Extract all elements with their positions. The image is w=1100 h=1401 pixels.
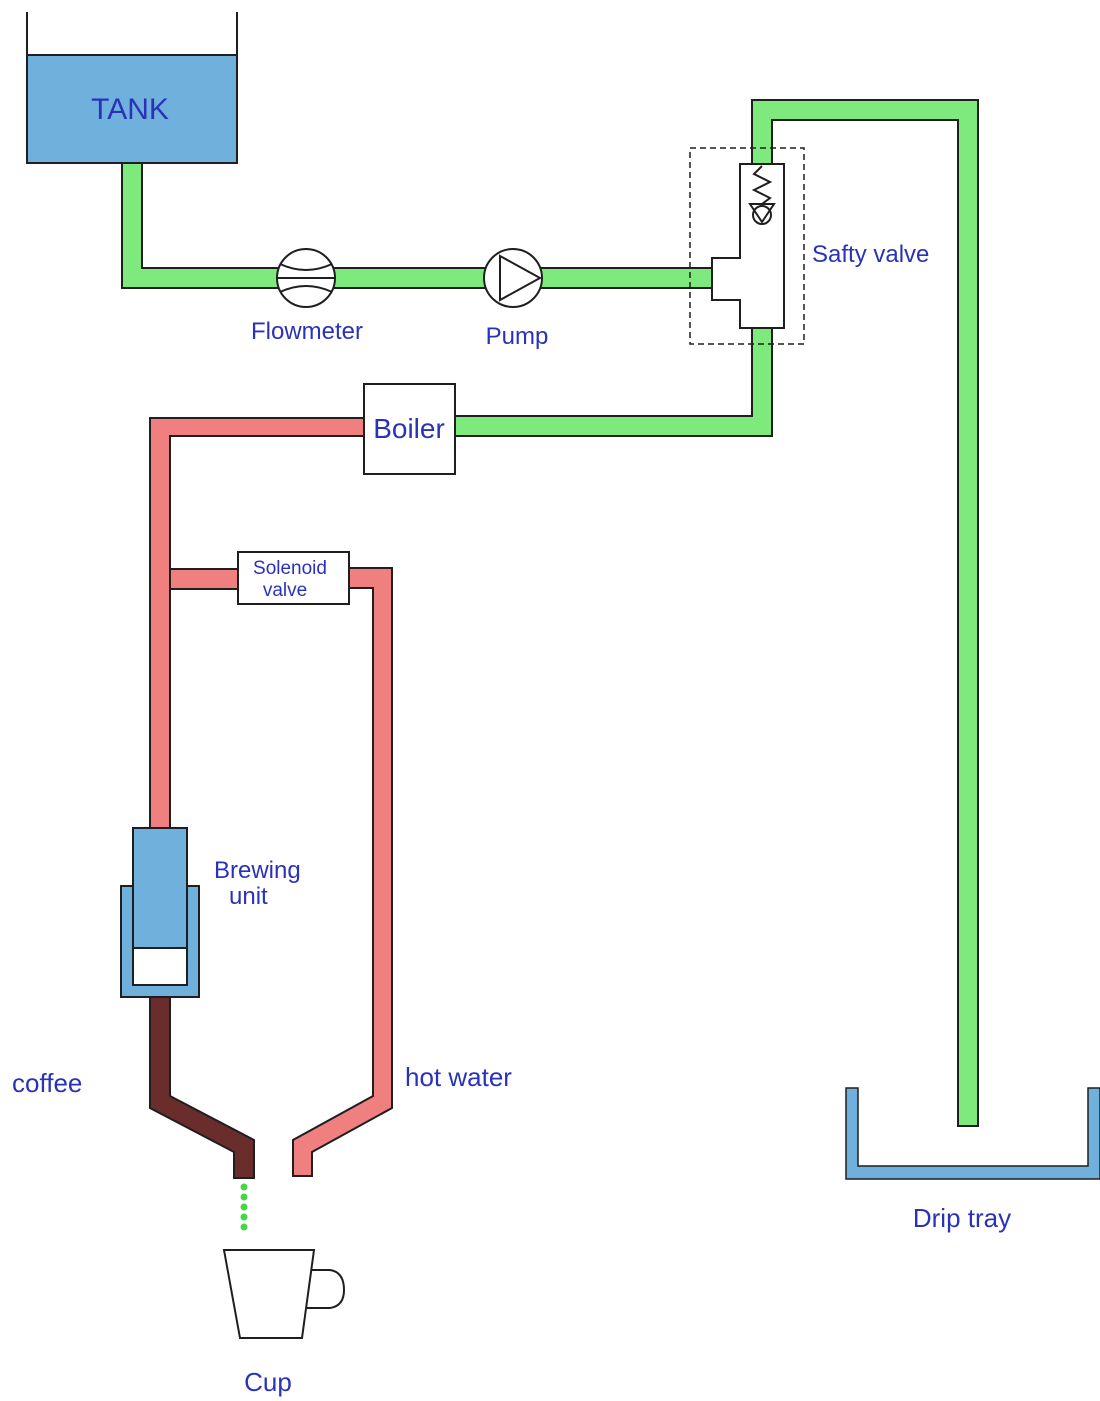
boiler: Boiler <box>363 383 456 475</box>
brewing-unit: Brewing unit <box>120 827 301 998</box>
solenoid-valve-label-line1: Solenoid <box>253 558 327 579</box>
drip-tray-body <box>845 1087 1100 1180</box>
drop <box>240 1223 248 1231</box>
tank-water <box>26 54 238 164</box>
drop <box>240 1183 248 1191</box>
tank: TANK <box>26 12 238 164</box>
pump: Pump <box>483 248 549 350</box>
pipe-boiler-to-brewing <box>149 417 365 829</box>
pipe-tank-to-valve <box>121 162 713 289</box>
solenoid-valve-body <box>237 551 350 605</box>
pump-body <box>483 248 543 308</box>
check-valve-ball-icon <box>752 205 772 225</box>
flowmeter-label: Flowmeter <box>251 318 363 345</box>
safety-valve-frame <box>689 147 805 345</box>
tank-label: TANK <box>91 93 169 126</box>
brewing-unit-label-line2: unit <box>229 883 268 910</box>
boiler-body <box>363 383 456 475</box>
boiler-label: Boiler <box>373 413 445 444</box>
coffee-label: coffee <box>12 1068 82 1098</box>
coffee-drops <box>240 1183 248 1231</box>
hot-water-label: hot water <box>405 1062 512 1092</box>
safety-valve-body <box>711 163 785 329</box>
brewing-unit-label-line1: Brewing <box>214 857 301 884</box>
solenoid-valve: Solenoid valve <box>237 551 350 605</box>
cup-handle-icon <box>305 1269 346 1309</box>
pipe-solenoid-to-hot-water <box>292 567 393 1177</box>
drop <box>240 1213 248 1221</box>
coffee-outlet-pipe <box>149 996 255 1179</box>
drop <box>240 1203 248 1211</box>
cup: Cup <box>222 1249 346 1397</box>
spring-icon <box>751 165 773 205</box>
brewing-unit-chamber <box>132 947 188 986</box>
pipe-valve-to-drip-tray <box>751 99 979 1127</box>
hot-water-pipes <box>149 417 393 1177</box>
brewing-unit-piston <box>132 827 188 949</box>
safety-valve: Safty valve <box>689 147 929 345</box>
cup-icon <box>222 1249 316 1339</box>
safety-valve-label: Safty valve <box>812 241 929 268</box>
flowmeter-icon <box>278 263 334 293</box>
pipe-branch-to-solenoid <box>169 568 239 590</box>
pump-arrow-icon <box>499 254 543 302</box>
cup-label: Cup <box>244 1367 292 1397</box>
solenoid-valve-label-line2: valve <box>263 580 307 601</box>
flowmeter: Flowmeter <box>251 248 363 345</box>
drop <box>240 1193 248 1201</box>
drip-tray: Drip tray <box>845 1087 1100 1233</box>
pump-label: Pump <box>486 323 549 350</box>
drip-tray-label: Drip tray <box>913 1203 1011 1233</box>
